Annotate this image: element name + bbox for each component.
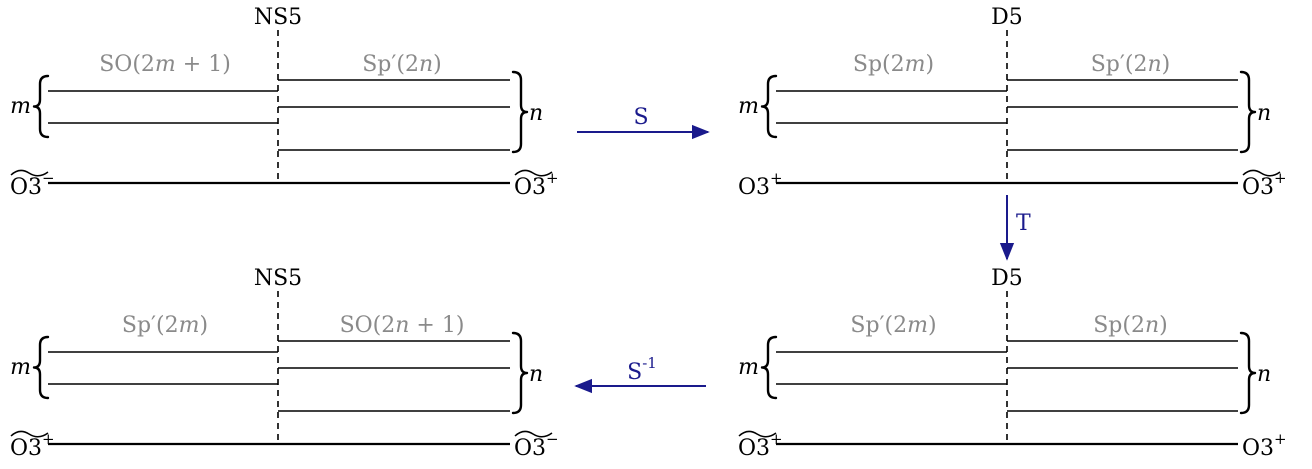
- left-count-label: m: [738, 94, 759, 119]
- right-o-plane-label: O3−: [514, 430, 559, 461]
- duality-arrow-t: T: [999, 195, 1031, 261]
- tilde-mark: [1242, 169, 1281, 177]
- left-o-plane-label: O3+: [738, 430, 783, 461]
- tilde-mark: [514, 430, 553, 438]
- right-gauge-label: Sp′(2n): [362, 52, 442, 77]
- left-brace: [32, 335, 50, 400]
- right-brace: [511, 70, 529, 154]
- left-count-label: m: [10, 94, 31, 119]
- right-o-plane-label: O3+: [1242, 169, 1287, 200]
- left-o-plane-label: O3+: [10, 430, 55, 461]
- five-brane-label: D5: [991, 266, 1023, 291]
- tilde-mark: [738, 430, 777, 438]
- tilde-mark: [10, 430, 49, 438]
- right-o-plane-label: O3+: [514, 169, 559, 200]
- right-o-plane-label: O3+: [1242, 430, 1287, 461]
- left-gauge-label: SO(2m + 1): [99, 52, 231, 77]
- five-brane-label: NS5: [254, 266, 302, 291]
- duality-arrow-s: S: [577, 105, 710, 140]
- left-gauge-label: Sp′(2m): [122, 313, 208, 338]
- five-brane-label: D5: [991, 5, 1023, 30]
- tilde-mark: [10, 169, 49, 177]
- left-count-label: m: [738, 355, 759, 380]
- right-count-label: n: [529, 362, 543, 387]
- left-brace: [760, 74, 778, 139]
- right-gauge-label: SO(2n + 1): [340, 313, 465, 338]
- duality-arrow-s-inverse: S-1: [574, 354, 706, 394]
- right-gauge-label: Sp′(2n): [1091, 52, 1171, 77]
- left-count-label: m: [10, 355, 31, 380]
- arrow-label: S: [633, 105, 648, 130]
- right-gauge-label: Sp(2n): [1093, 313, 1168, 338]
- left-brace: [760, 335, 778, 400]
- arrow-label: T: [1016, 211, 1031, 236]
- right-brace: [1239, 331, 1257, 415]
- left-o-plane-label: O3−: [10, 169, 55, 200]
- left-gauge-label: Sp′(2m): [850, 313, 936, 338]
- right-brace: [1239, 70, 1257, 154]
- right-count-label: n: [529, 101, 543, 126]
- right-brace: [511, 331, 529, 415]
- left-o-plane-label: O3+: [738, 169, 783, 200]
- tilde-mark: [514, 169, 553, 177]
- right-count-label: n: [1257, 362, 1271, 387]
- left-gauge-label: Sp(2m): [853, 52, 934, 77]
- right-count-label: n: [1257, 101, 1271, 126]
- left-brace: [32, 74, 50, 139]
- five-brane-label: NS5: [254, 5, 302, 30]
- arrow-label: S-1: [627, 354, 657, 385]
